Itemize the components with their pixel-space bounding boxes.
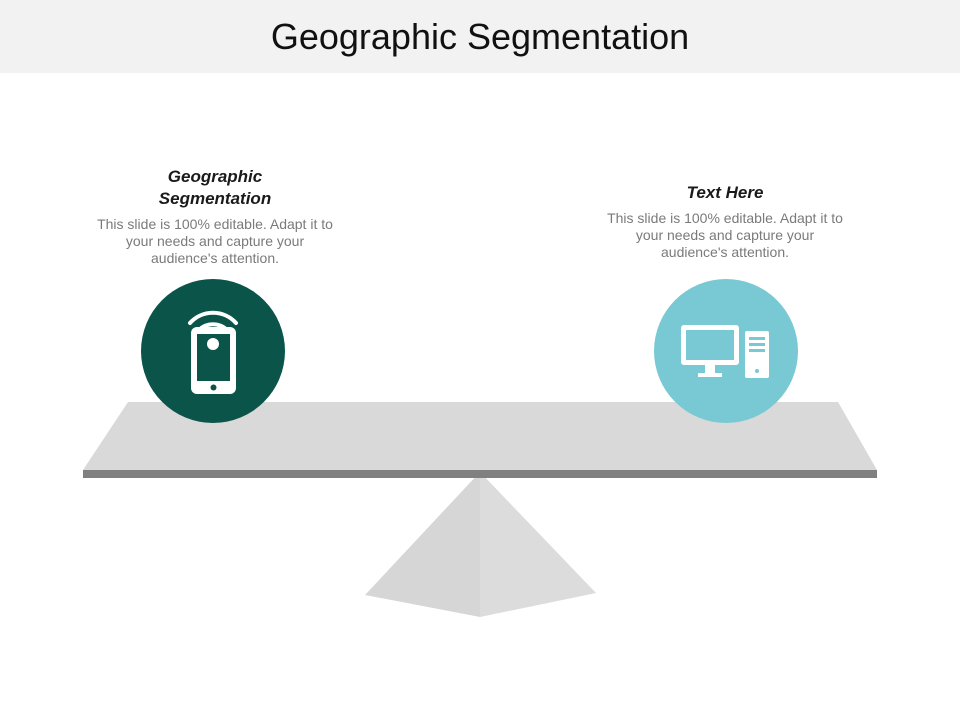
- left-heading: Geographic Segmentation: [158, 167, 272, 208]
- balance-beam: [83, 402, 877, 478]
- title-bar: Geographic Segmentation: [0, 0, 960, 73]
- right-body: This slide is 100% editable. Adapt it to…: [607, 210, 843, 260]
- left-text-block: Geographic Segmentation This slide is 10…: [95, 166, 335, 267]
- smartphone-wifi-icon: [188, 310, 238, 394]
- slide-title: Geographic Segmentation: [270, 15, 690, 57]
- right-text-block: Text Here This slide is 100% editable. A…: [605, 182, 845, 261]
- right-heading: Text Here: [686, 183, 764, 202]
- fulcrum: [365, 472, 596, 617]
- right-circle: [654, 279, 798, 423]
- left-body: This slide is 100% editable. Adapt it to…: [97, 216, 333, 266]
- left-circle: [141, 279, 285, 423]
- desktop-computer-icon: [681, 325, 769, 378]
